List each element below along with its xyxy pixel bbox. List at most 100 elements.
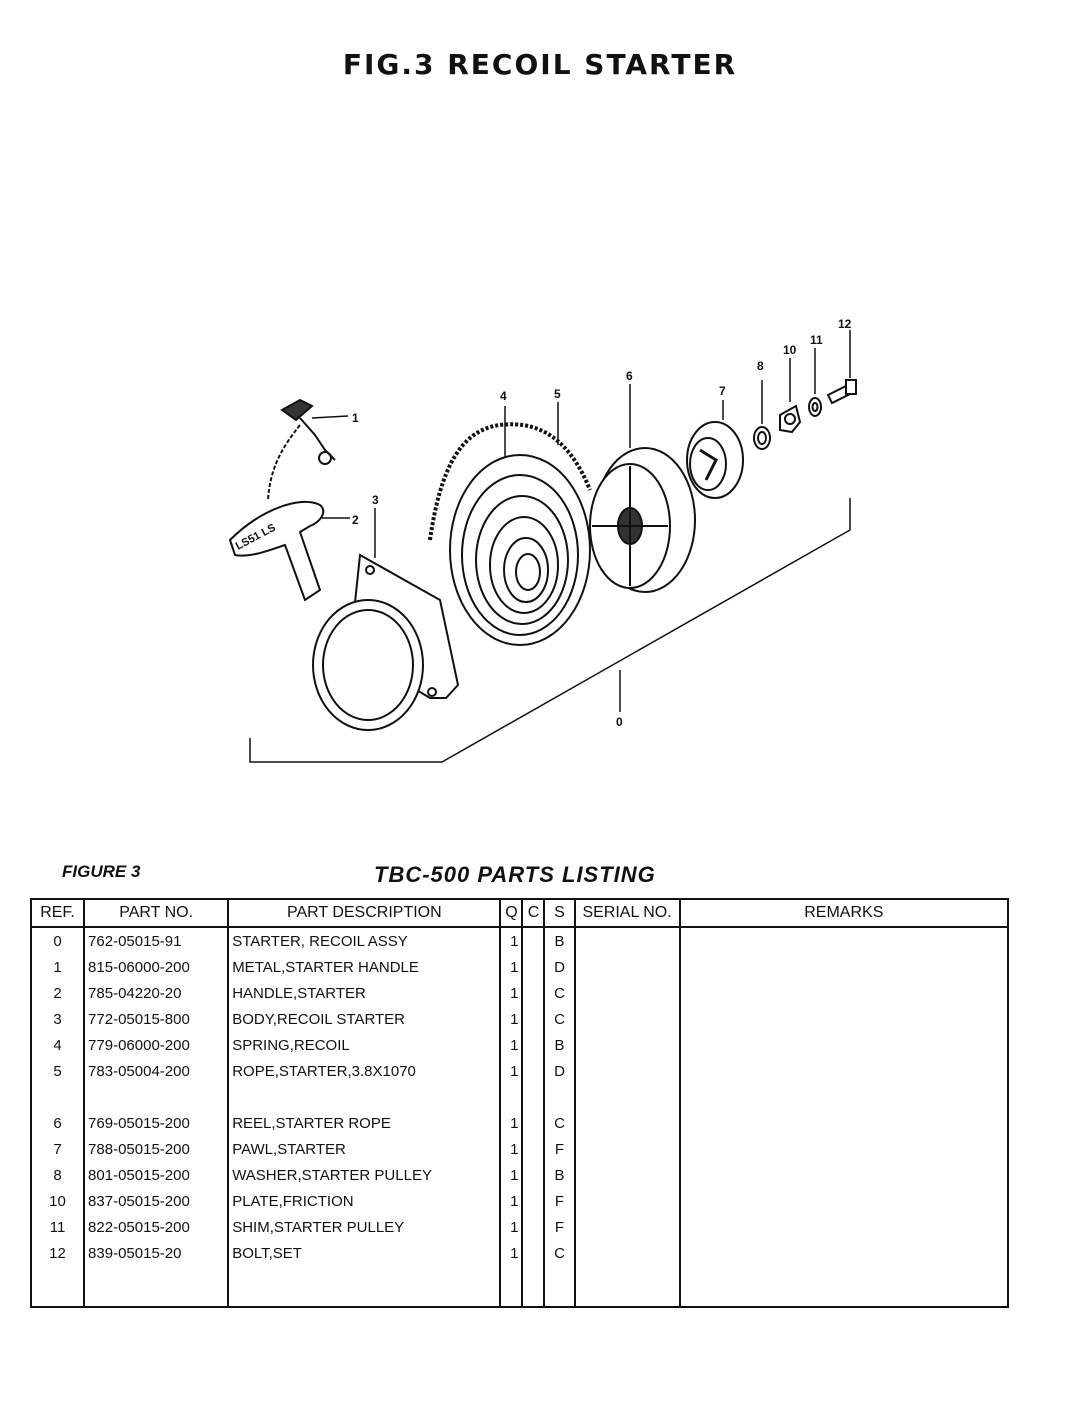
- figure-label: FIGURE 3: [62, 862, 141, 881]
- parts-table: REF. PART NO. PART DESCRIPTION Q C S SER…: [29, 898, 1010, 1308]
- cell-serial-no: [573, 1084, 681, 1110]
- header-part-no: PART NO.: [83, 898, 230, 928]
- cell-remarks: [678, 927, 1010, 954]
- callout-label-3: 3: [372, 493, 379, 507]
- cell-q: 1: [499, 1136, 524, 1162]
- exploded-parts-diagram: LS51 LS: [228, 317, 857, 763]
- cell-ref: 11: [29, 1214, 86, 1240]
- cell-description: HANDLE,STARTER: [227, 980, 502, 1006]
- cell-serial-no: [573, 1188, 681, 1214]
- friction-plate: [779, 358, 802, 434]
- table-cell-empty: [499, 1266, 524, 1308]
- header-remarks: REMARKS: [678, 898, 1010, 928]
- starter-rope: [428, 422, 592, 541]
- cell-c: [521, 1240, 546, 1266]
- cell-part-no: [83, 1084, 230, 1110]
- cell-s: F: [543, 1136, 576, 1162]
- table-cell-empty: [573, 1266, 681, 1308]
- table-cell-empty: [29, 1266, 86, 1308]
- cell-q: 1: [499, 1162, 524, 1188]
- cell-description: STARTER, RECOIL ASSY: [227, 927, 502, 954]
- cell-q: [499, 1084, 524, 1110]
- starter-pulley-shim: [808, 348, 822, 417]
- assembly-bracket: [249, 498, 851, 763]
- cell-s: C: [543, 980, 576, 1006]
- cell-s: B: [543, 1032, 576, 1058]
- table-cell-empty: [678, 1266, 1010, 1308]
- cell-part-no: 772-05015-800: [83, 1006, 230, 1032]
- cell-c: [521, 927, 546, 954]
- starter-pulley-washer: [753, 380, 771, 450]
- cell-remarks: [678, 954, 1010, 980]
- cell-s: D: [543, 954, 576, 980]
- header-serial-no: SERIAL NO.: [573, 898, 681, 928]
- cell-part-no: 839-05015-20: [83, 1240, 230, 1266]
- cell-description: BODY,RECOIL STARTER: [227, 1006, 502, 1032]
- cell-serial-no: [573, 1162, 681, 1188]
- cell-serial-no: [573, 1214, 681, 1240]
- cell-s: C: [543, 1110, 576, 1136]
- starter-handle: LS51 LS: [228, 500, 350, 602]
- cell-serial-no: [573, 980, 681, 1006]
- cell-description: REEL,STARTER ROPE: [227, 1110, 502, 1136]
- cell-serial-no: [573, 954, 681, 980]
- cell-part-no: 788-05015-200: [83, 1136, 230, 1162]
- cell-q: 1: [499, 1058, 524, 1084]
- cell-ref: 2: [29, 980, 86, 1006]
- cell-serial-no: [573, 1240, 681, 1266]
- cell-description: BOLT,SET: [227, 1240, 502, 1266]
- callout-label-8: 8: [757, 359, 764, 373]
- cell-q: 1: [499, 927, 524, 954]
- cell-description: PAWL,STARTER: [227, 1136, 502, 1162]
- cell-q: 1: [499, 1032, 524, 1058]
- cell-part-no: 837-05015-200: [83, 1188, 230, 1214]
- cell-ref: 7: [29, 1136, 86, 1162]
- callout-label-0: 0: [616, 715, 623, 729]
- cell-part-no: 785-04220-20: [83, 980, 230, 1006]
- cell-q: 1: [499, 1110, 524, 1136]
- cell-ref: 4: [29, 1032, 86, 1058]
- cell-part-no: 769-05015-200: [83, 1110, 230, 1136]
- starter-reel: [589, 384, 696, 593]
- callout-label-11: 11: [810, 333, 823, 347]
- cell-ref: 8: [29, 1162, 86, 1188]
- cell-ref: [29, 1084, 86, 1110]
- cell-serial-no: [573, 927, 681, 954]
- table-cell-empty: [543, 1266, 576, 1308]
- cell-part-no: 815-06000-200: [83, 954, 230, 980]
- cell-ref: 10: [29, 1188, 86, 1214]
- table-cell-empty: [227, 1266, 502, 1308]
- page-title: FIG.3 RECOIL STARTER: [342, 48, 738, 81]
- cell-ref: 12: [29, 1240, 86, 1266]
- cell-q: 1: [499, 954, 524, 980]
- cell-ref: 1: [29, 954, 86, 980]
- cell-q: 1: [499, 1188, 524, 1214]
- cell-serial-no: [573, 1006, 681, 1032]
- cell-remarks: [678, 1032, 1010, 1058]
- parts-listing-title: TBC-500 PARTS LISTING: [374, 862, 656, 887]
- cell-remarks: [678, 1188, 1010, 1214]
- cell-q: 1: [499, 980, 524, 1006]
- cell-s: F: [543, 1188, 576, 1214]
- cell-s: C: [543, 1006, 576, 1032]
- header-s: S: [543, 898, 576, 928]
- starter-pawl: [686, 400, 744, 499]
- table-row: [29, 1266, 1010, 1308]
- table-cell-empty: [83, 1266, 230, 1308]
- cell-c: [521, 1214, 546, 1240]
- cell-remarks: [678, 1110, 1010, 1136]
- starter-handle-metal: [280, 398, 349, 465]
- cell-s: [543, 1084, 576, 1110]
- cell-description: WASHER,STARTER PULLEY: [227, 1162, 502, 1188]
- cell-c: [521, 1162, 546, 1188]
- cell-description: PLATE,FRICTION: [227, 1188, 502, 1214]
- cell-ref: 6: [29, 1110, 86, 1136]
